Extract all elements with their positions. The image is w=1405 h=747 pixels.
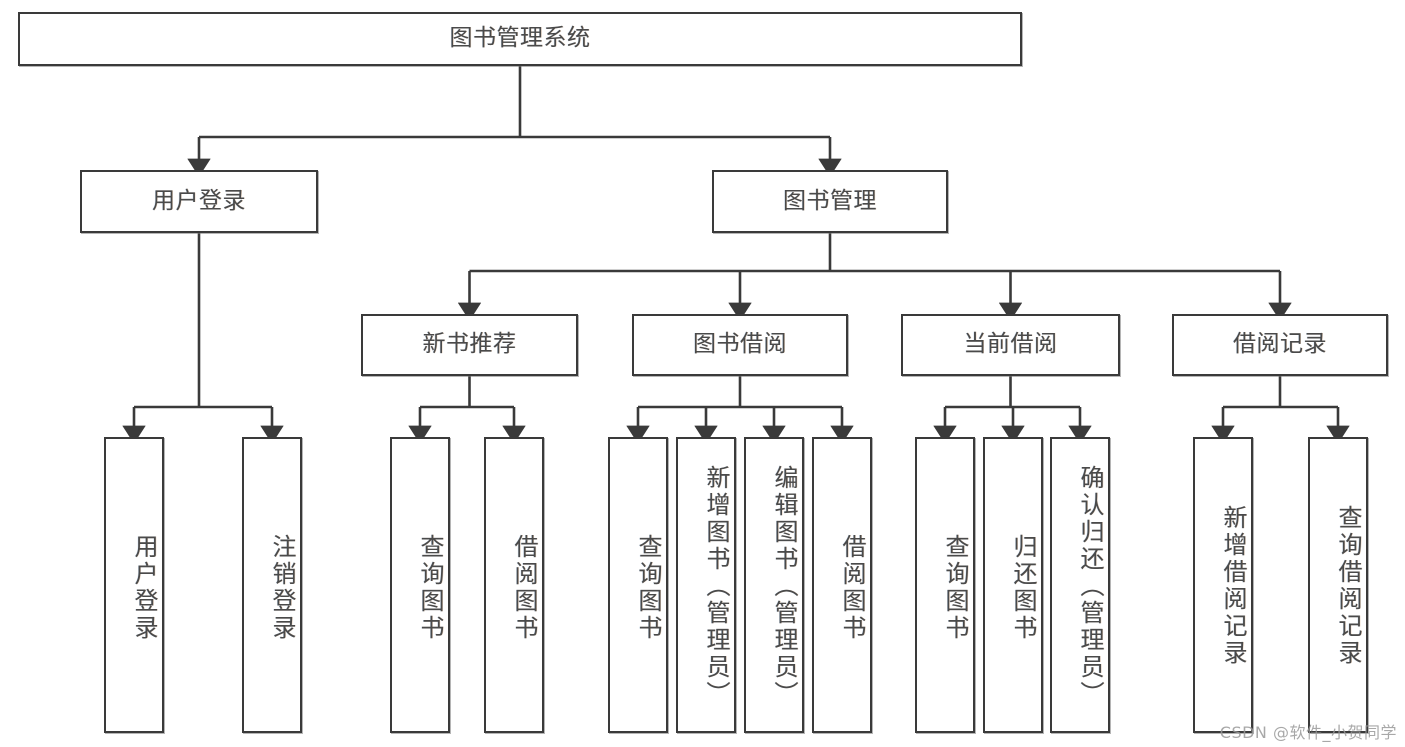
- diagram-node[interactable]: 查询图书: [608, 437, 668, 733]
- diagram-node[interactable]: 归还图书: [983, 437, 1043, 733]
- diagram-node[interactable]: 图书借阅: [632, 314, 848, 376]
- diagram-node[interactable]: 查询图书: [390, 437, 450, 733]
- node-label: 查询图书: [941, 534, 969, 642]
- node-label: 查询图书: [416, 534, 444, 642]
- node-label: 查询借阅记录: [1334, 505, 1362, 667]
- diagram-node[interactable]: 确认归还（管理员）: [1050, 437, 1110, 733]
- diagram-node[interactable]: 用户登录: [104, 437, 164, 733]
- diagram-node[interactable]: 新书推荐: [361, 314, 578, 376]
- node-label: 借阅图书: [510, 534, 538, 642]
- diagram-node[interactable]: 借阅记录: [1172, 314, 1388, 376]
- node-label: 确认归还（管理员）: [1076, 464, 1104, 708]
- diagram-node[interactable]: 编辑图书（管理员）: [744, 437, 804, 733]
- node-label: 新增借阅记录: [1219, 505, 1247, 667]
- node-label: 图书管理系统: [449, 25, 591, 52]
- diagram-node[interactable]: 借阅图书: [484, 437, 544, 733]
- diagram-node[interactable]: 查询图书: [915, 437, 975, 733]
- node-label: 借阅图书: [838, 534, 866, 642]
- diagram-node[interactable]: 用户登录: [80, 170, 318, 233]
- diagram-node-root[interactable]: 图书管理系统: [18, 12, 1022, 66]
- node-label: 注销登录: [268, 534, 296, 642]
- node-label: 新增图书（管理员）: [702, 464, 730, 708]
- diagram-node[interactable]: 当前借阅: [901, 314, 1120, 376]
- edge-lines: [122, 66, 1350, 444]
- node-label: 用户登录: [152, 187, 246, 214]
- node-label: 查询图书: [634, 534, 662, 642]
- watermark-label: CSDN @软件_小贺同学: [1219, 723, 1397, 742]
- node-label: 新书推荐: [422, 331, 517, 358]
- node-label: 当前借阅: [963, 331, 1058, 358]
- node-label: 编辑图书（管理员）: [770, 464, 798, 708]
- diagram-node[interactable]: 新增图书（管理员）: [676, 437, 736, 733]
- node-label: 用户登录: [130, 534, 158, 642]
- diagram-node[interactable]: 图书管理: [712, 170, 948, 233]
- diagram-node[interactable]: 借阅图书: [812, 437, 872, 733]
- diagram-node[interactable]: 注销登录: [242, 437, 302, 733]
- diagram-node[interactable]: 新增借阅记录: [1193, 437, 1253, 733]
- node-label: 图书管理: [783, 187, 877, 214]
- node-label: 归还图书: [1009, 534, 1037, 642]
- node-label: 图书借阅: [693, 331, 787, 358]
- diagram-node[interactable]: 查询借阅记录: [1308, 437, 1368, 733]
- node-label: 借阅记录: [1233, 331, 1327, 358]
